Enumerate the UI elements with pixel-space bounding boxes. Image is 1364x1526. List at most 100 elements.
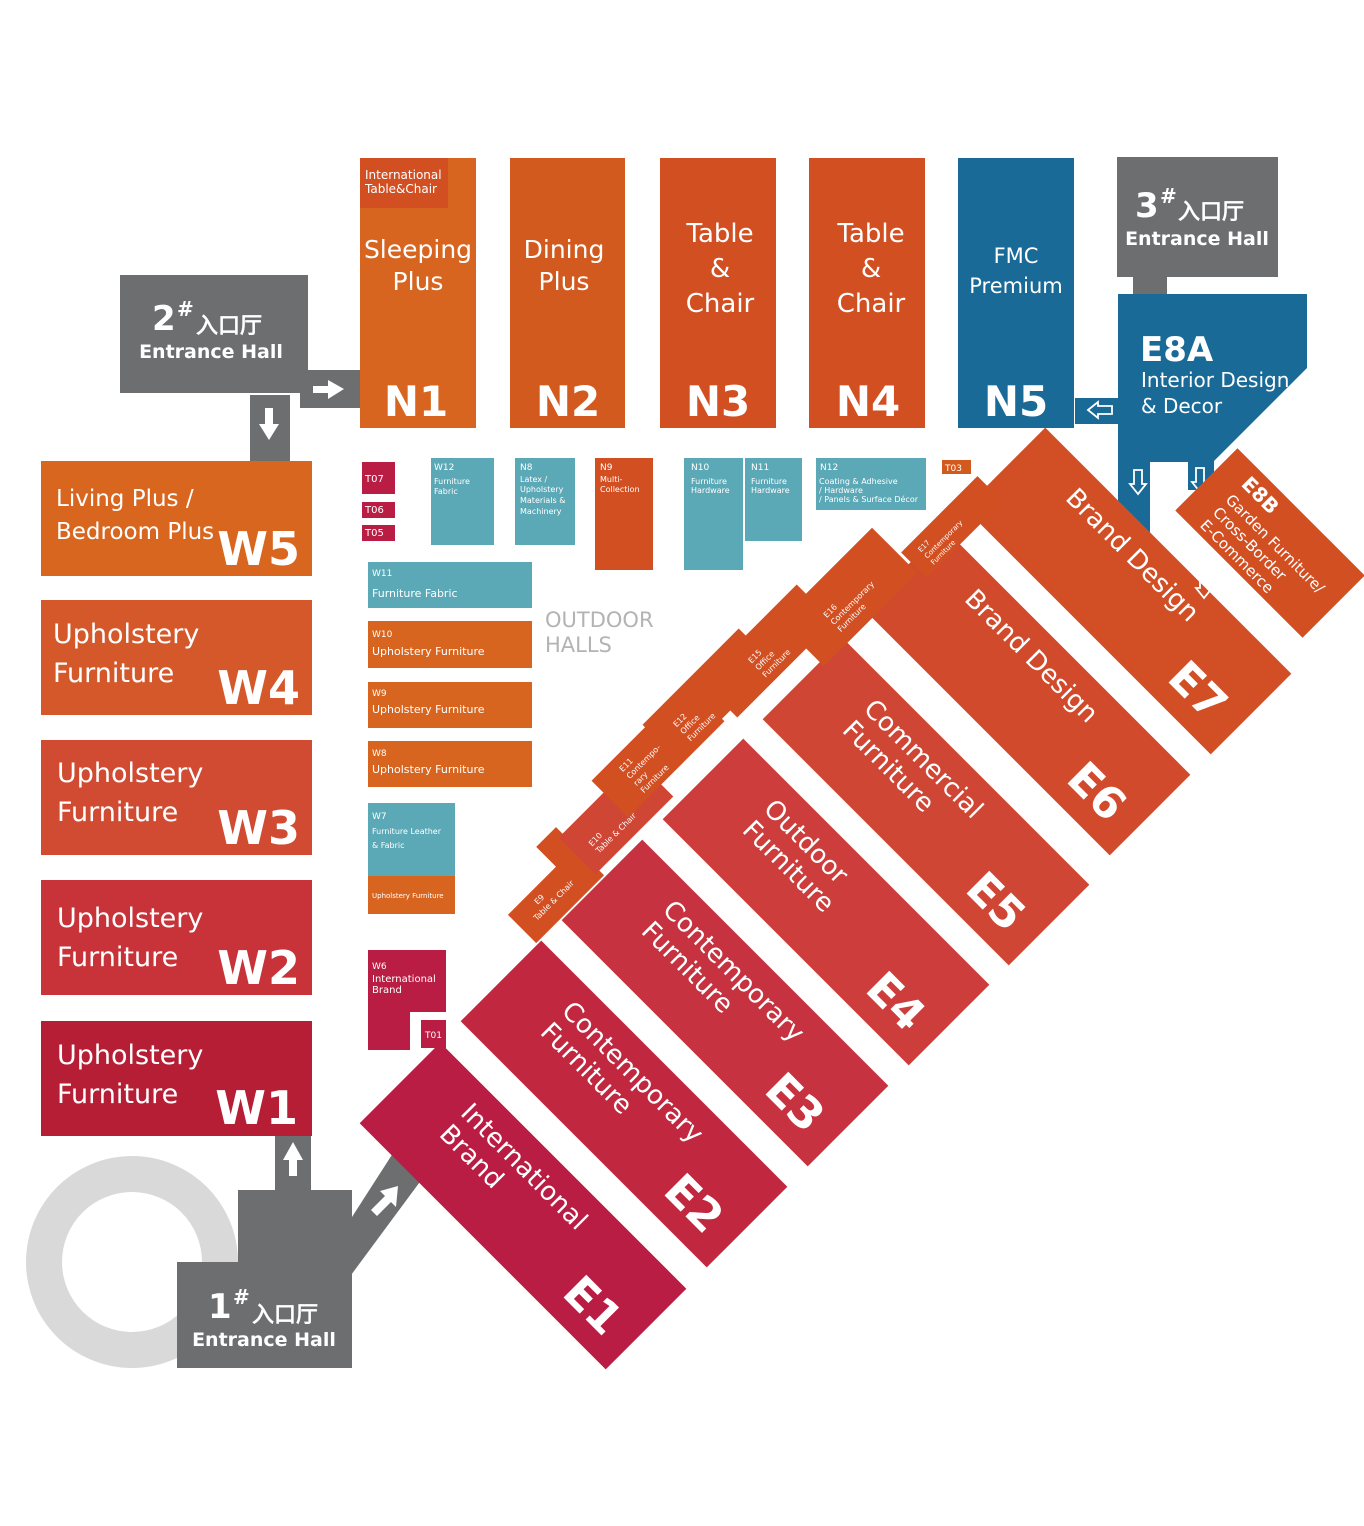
hall-w2[interactable]: Upholstery Furniture W2 [41, 880, 312, 995]
n8-code: N8 [520, 463, 533, 473]
hall-n5[interactable]: FMC Premium N5 [958, 158, 1074, 428]
pavilion-t01[interactable]: T01 [421, 1020, 446, 1048]
n5-label-1: FMC [994, 244, 1039, 268]
hall-w3[interactable]: Upholstery Furniture W3 [41, 740, 312, 855]
hall-w7[interactable]: W7 Furniture Leather & Fabric Upholstery… [368, 803, 455, 914]
n4-code: N4 [836, 377, 900, 426]
w11-label-1: Furniture Fabric [372, 587, 458, 600]
hall-n12[interactable]: N12 Coating & Adhesive / Hardware / Pane… [816, 458, 926, 510]
n4-label-1: Table [836, 219, 904, 249]
hall-n9[interactable]: N9 Multi- Collection [595, 458, 653, 570]
hall-e16[interactable]: E16 Contemporary Furniture [778, 527, 918, 667]
pavilion-t06[interactable]: T06 [362, 502, 395, 518]
hall-n10[interactable]: N10 Furniture Hardware [684, 458, 743, 570]
hall-n11[interactable]: N11 Furniture Hardware [745, 458, 802, 541]
n12-code: N12 [820, 463, 838, 473]
hall-n1[interactable]: International Table&Chair Sleeping Plus … [360, 158, 476, 428]
entrance-3-hash: # [1160, 184, 1177, 208]
t05-label: T05 [364, 528, 384, 539]
entrance-2-en: Entrance Hall [139, 341, 283, 363]
w2-label-2: Furniture [57, 942, 178, 973]
w7-label-3: Upholstery Furniture [372, 892, 444, 900]
w2-label-1: Upholstery [57, 903, 203, 934]
t01-label: T01 [424, 1031, 442, 1041]
hall-n8[interactable]: N8 Latex / Upholstery Materials & Machin… [515, 458, 575, 545]
e8a-code: E8A [1140, 330, 1214, 370]
hall-w9[interactable]: W9 Upholstery Furniture [368, 682, 532, 728]
hall-w5[interactable]: Living Plus / Bedroom Plus W5 [41, 461, 312, 576]
entrance-2-hall[interactable]: 2 # 入口厅 Entrance Hall [120, 275, 308, 393]
hall-w8[interactable]: W8 Upholstery Furniture [368, 741, 532, 787]
hall-e17[interactable]: E17 Contemporary Furniture [901, 476, 1003, 578]
n1-tag-1: International [365, 168, 442, 182]
w6-label-1: International [372, 974, 436, 985]
entrance-3-en: Entrance Hall [1125, 228, 1269, 250]
w7-code: W7 [372, 812, 387, 822]
w9-code: W9 [372, 689, 387, 699]
e8b-down-arrow-icon [1194, 577, 1214, 600]
diagonal-arrow-icon [371, 1186, 398, 1216]
hall-w4[interactable]: Upholstery Furniture W4 [41, 600, 312, 715]
w8-label-1: Upholstery Furniture [372, 763, 485, 776]
pavilion-t03[interactable]: T03 [942, 460, 971, 474]
entrance-2-cn: 入口厅 [196, 314, 262, 339]
hall-w1[interactable]: Upholstery Furniture W1 [41, 1021, 312, 1136]
pavilion-t07[interactable]: T07 [362, 462, 395, 494]
w11-code: W11 [372, 569, 392, 579]
hall-e2[interactable]: Contemporary Furniture E2 [460, 940, 788, 1268]
t06-label: T06 [364, 505, 384, 516]
e8a-label-1: Interior Design [1141, 368, 1289, 392]
entrance-3-cn: 入口厅 [1178, 200, 1244, 225]
entrance-2-number: 2 [152, 299, 176, 339]
n3-label-1: Table [685, 219, 753, 249]
w3-label-2: Furniture [57, 797, 178, 828]
n2-label-1: Dining [524, 235, 605, 264]
n1-code: N1 [384, 377, 448, 426]
n5-code: N5 [984, 377, 1048, 426]
t07-label: T07 [364, 474, 384, 485]
n3-label-3: Chair [686, 289, 755, 319]
n8-label-2: Upholstery [520, 485, 564, 494]
hall-w10[interactable]: W10 Upholstery Furniture [368, 621, 532, 668]
w1-code: W1 [215, 1081, 298, 1135]
w6-code: W6 [372, 962, 387, 972]
w4-code: W4 [217, 661, 300, 715]
w12-label-2: Fabric [434, 487, 458, 496]
hall-e6[interactable]: Brand Design E6 [863, 528, 1191, 856]
pavilion-t05[interactable]: T05 [362, 525, 395, 541]
n9-label-2: Collection [600, 485, 640, 494]
entrance-3-number: 3 [1135, 186, 1159, 226]
hall-n3[interactable]: Table & Chair N3 [660, 158, 776, 428]
w2-code: W2 [217, 941, 300, 995]
n1-tag-2: Table&Chair [364, 182, 437, 196]
hall-w11[interactable]: W11 Furniture Fabric [368, 562, 532, 608]
n10-label-2: Hardware [691, 486, 730, 495]
w12-code: W12 [434, 463, 454, 473]
hall-w6[interactable]: W6 International Brand [368, 950, 446, 1050]
w12-label-1: Furniture [434, 477, 470, 486]
w10-label-1: Upholstery Furniture [372, 645, 485, 658]
n5-label-2: Premium [969, 274, 1062, 298]
n11-label-1: Furniture [751, 477, 787, 486]
n11-code: N11 [751, 463, 769, 473]
n10-label-1: Furniture [691, 477, 727, 486]
hall-e5[interactable]: Commercial Furniture E5 [762, 638, 1090, 966]
up-arrow-icon [283, 1142, 303, 1176]
hall-w12[interactable]: W12 Furniture Fabric [431, 458, 494, 545]
w5-label-2: Bedroom Plus [56, 519, 214, 545]
n12-label-3: / Panels & Surface Décor [819, 494, 919, 504]
entrance-1-hall[interactable]: 1 # 入口厅 Entrance Hall [177, 1262, 352, 1368]
w4-label-2: Furniture [53, 658, 174, 689]
w8-code: W8 [372, 749, 387, 759]
hall-n4[interactable]: Table & Chair N4 [809, 158, 925, 428]
w3-label-1: Upholstery [57, 758, 203, 789]
outdoor-label-2: HALLS [545, 633, 612, 657]
w10-code: W10 [372, 630, 393, 640]
entrance-1-hash: # [233, 1285, 250, 1309]
n9-label-1: Multi- [600, 475, 623, 484]
n1-label-2: Plus [393, 267, 444, 296]
entrance-3-hall[interactable]: 3 # 入口厅 Entrance Hall [1117, 157, 1278, 296]
hall-n2[interactable]: Dining Plus N2 [510, 158, 625, 428]
n11-label-2: Hardware [751, 486, 790, 495]
